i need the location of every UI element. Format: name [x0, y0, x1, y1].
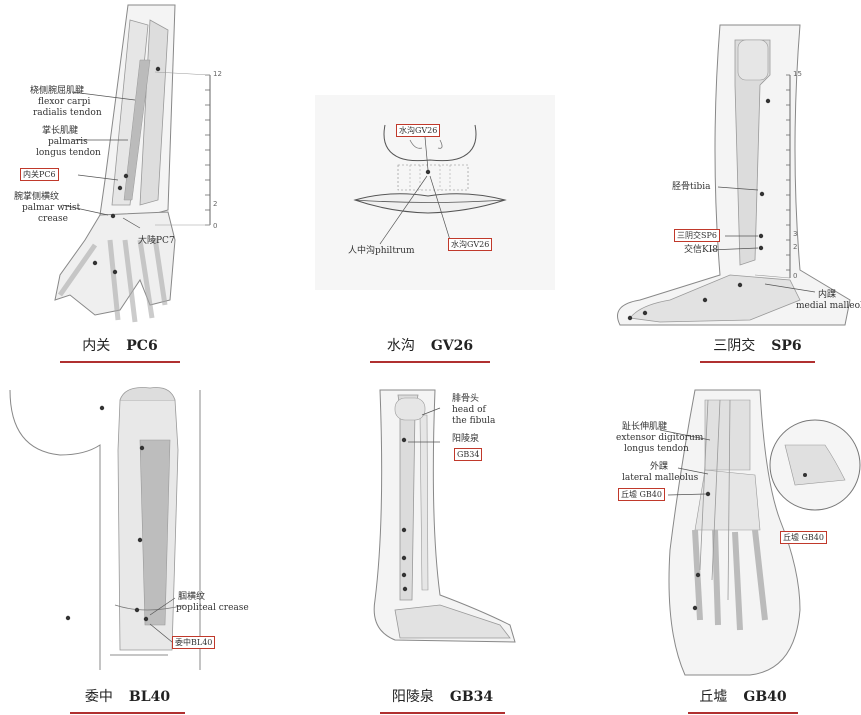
ruler-tick-0: 0 [213, 222, 217, 230]
gb40-caption-code: GB40 [743, 689, 786, 705]
pl-tendon-label-cn: 掌长肌腱 [42, 126, 78, 136]
sp6-ruler-tick-0: 0 [793, 272, 797, 280]
gb40-point-label: 丘墟 GB40 [618, 488, 665, 501]
pc6-caption-code: PC6 [126, 338, 157, 354]
gb34-caption: 阳陵泉 GB34 [380, 686, 505, 714]
edl-tendon-label-cn: 趾长伸肌腱 [622, 422, 667, 432]
sp6-ruler-tick-3: 3 [793, 230, 797, 238]
panel-gb40: 趾长伸肌腱 extensor digitorum longus tendon 外… [600, 370, 861, 715]
edl-tendon-label-en1: extensor digitorum [616, 433, 703, 443]
panel-sp6: 胫骨tibia 三阴交SP6 交信KI8 内踝 medial malleolus… [600, 0, 861, 355]
sp6-ruler-tick-15: 15 [793, 70, 802, 78]
pc6-point-label: 内关PC6 [20, 168, 59, 181]
fcr-tendon-label-cn: 桡侧腕屈肌腱 [30, 86, 84, 96]
bl40-point-label: 委中BL40 [172, 636, 215, 649]
pc6-caption-cn: 内关 [82, 338, 110, 354]
wrist-crease-label-cn: 腕掌侧横纹 [14, 192, 59, 202]
panel-gb34: 腓骨头 head of the fibula 阳陵泉 GB34 阳陵泉 GB34 [300, 370, 570, 715]
pc7-label: 大陵PC7 [138, 236, 175, 246]
gb34-label-cn: 阳陵泉 [452, 434, 479, 444]
fibula-head-label-cn: 腓骨头 [452, 394, 479, 404]
panel-pc6: 桡侧腕屈肌腱 flexor carpi radialis tendon 掌长肌腱… [0, 0, 280, 355]
sp6-point-label: 三阴交SP6 [674, 229, 720, 242]
sp6-ruler-tick-2: 2 [793, 243, 797, 251]
ruler-tick-2: 2 [213, 200, 217, 208]
gb34-caption-code: GB34 [450, 689, 493, 705]
dorsal-foot-illustration [600, 370, 861, 680]
gv26-caption: 水沟 GV26 [370, 335, 490, 363]
fcr-tendon-label-en1: flexor carpi [38, 97, 90, 107]
sp6-caption-cn: 三阴交 [713, 338, 755, 354]
ruler-tick-12: 12 [213, 70, 222, 78]
gb40-inset-label: 丘墟 GB40 [780, 531, 827, 544]
lateral-malleolus-label-en: lateral malleolus [622, 473, 698, 483]
gb40-caption: 丘墟 GB40 [688, 686, 798, 714]
lateral-leg-illustration [300, 370, 570, 680]
tibia-label: 胫骨tibia [672, 182, 711, 192]
wrist-crease-label-en1: palmar wrist [22, 203, 80, 213]
sp6-caption-code: SP6 [771, 338, 801, 354]
gv26-caption-code: GV26 [431, 338, 473, 354]
medial-malleolus-label-en: medial malleolus [796, 301, 861, 311]
gv26-caption-cn: 水沟 [387, 338, 415, 354]
lateral-malleolus-label-cn: 外踝 [650, 462, 668, 472]
forearm-illustration [0, 0, 280, 330]
sp6-caption: 三阴交 SP6 [700, 335, 815, 363]
posterior-leg-illustration [0, 370, 280, 680]
pl-tendon-label-en2: longus tendon [36, 148, 101, 158]
wrist-crease-label-en2: crease [38, 214, 68, 224]
gb40-caption-cn: 丘墟 [699, 689, 727, 705]
fcr-tendon-label-en2: radialis tendon [33, 108, 102, 118]
gv26-top-label: 水沟GV26 [396, 124, 440, 137]
fibula-head-label-en1: head of [452, 405, 486, 415]
face-illustration [300, 0, 570, 330]
gv26-bottom-label: 水沟GV26 [448, 238, 492, 251]
pc6-caption: 内关 PC6 [60, 335, 180, 363]
ki8-label: 交信KI8 [684, 245, 718, 255]
popliteal-crease-label-cn: 腘横纹 [178, 592, 205, 602]
gb34-caption-cn: 阳陵泉 [392, 689, 434, 705]
gb34-point-label: GB34 [454, 448, 482, 461]
fibula-head-label-en2: the fibula [452, 416, 495, 426]
edl-tendon-label-en2: longus tendon [624, 444, 689, 454]
bl40-caption-code: BL40 [129, 689, 170, 705]
popliteal-crease-label-en: popliteal crease [176, 603, 249, 613]
pl-tendon-label-en1: palmaris [48, 137, 88, 147]
bl40-caption: 委中 BL40 [70, 686, 185, 714]
bl40-caption-cn: 委中 [85, 689, 113, 705]
medial-leg-illustration [600, 0, 861, 330]
philtrum-label: 人中沟philtrum [348, 246, 415, 256]
medial-malleolus-label-cn: 内踝 [818, 290, 836, 300]
